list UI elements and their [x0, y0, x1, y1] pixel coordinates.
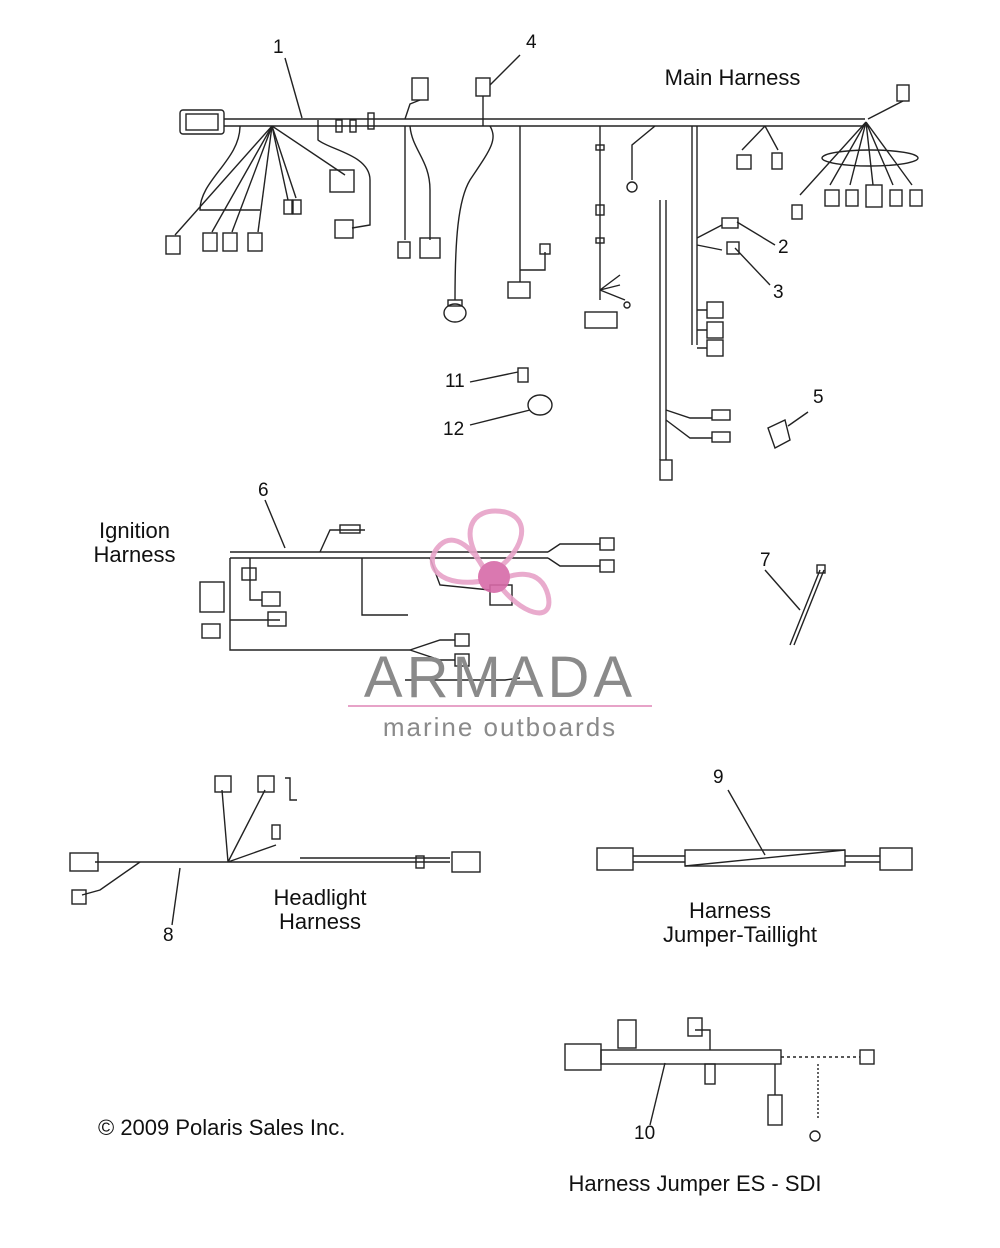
ignition-harness-drawing: [199, 499, 826, 681]
es-sdi-jumper-drawing: [564, 1017, 875, 1142]
copyright-text: © 2009 Polaris Sales Inc.: [98, 1115, 346, 1140]
main-harness-drawing: [165, 54, 923, 481]
ignition-harness-label-line1: Ignition: [99, 518, 170, 543]
taillight-jumper-drawing: [596, 789, 913, 871]
callout-5: 5: [813, 387, 824, 408]
callout-3: 3: [773, 282, 784, 303]
armada-logo-icon: [429, 508, 552, 616]
es-sdi-jumper-label: Harness Jumper ES - SDI: [568, 1171, 822, 1196]
callout-6: 6: [258, 480, 269, 501]
taillight-jumper-label-line2: Jumper-Taillight: [662, 922, 818, 947]
callout-2: 2: [778, 237, 789, 258]
main-harness-label: Main Harness: [664, 65, 801, 90]
callout-12: 12: [443, 419, 465, 440]
watermark-brand: ARMADA: [363, 645, 637, 710]
headlight-harness-label-line1: Headlight: [273, 885, 367, 910]
callout-11: 11: [445, 371, 465, 392]
ignition-harness-label-line2: Harness: [93, 542, 176, 567]
callout-4: 4: [526, 32, 537, 53]
headlight-harness-label-line2: Harness: [279, 909, 361, 934]
callout-8: 8: [163, 925, 174, 946]
watermark-tagline: marine outboards: [382, 712, 618, 742]
taillight-jumper-label-line1: Harness: [689, 898, 771, 923]
callout-10: 10: [634, 1123, 656, 1144]
callout-1: 1: [273, 37, 284, 58]
callout-7: 7: [760, 550, 771, 571]
headlight-harness-drawing: [69, 775, 481, 926]
callout-9: 9: [713, 767, 724, 788]
